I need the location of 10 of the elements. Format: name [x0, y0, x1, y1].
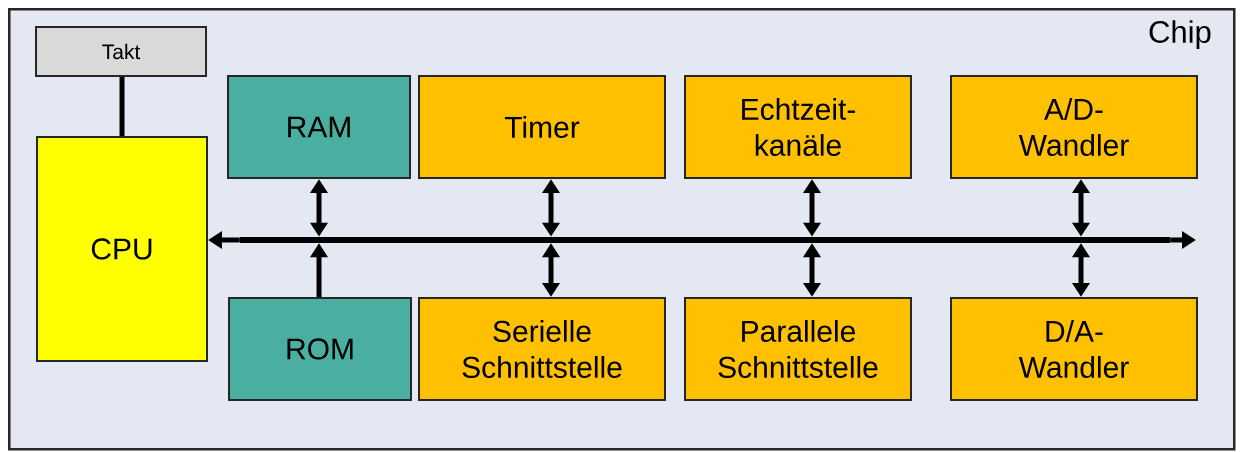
module-box: Echtzeit-kanäle [684, 75, 912, 179]
module-box: Parallele Schnittstelle [684, 297, 912, 401]
module-box: D/A-Wandler [950, 297, 1198, 401]
module-box: A/D-Wandler [950, 75, 1198, 179]
module-box: Timer [418, 75, 666, 179]
memory-box: RAM [227, 75, 411, 179]
cpu-box: CPU [36, 136, 208, 362]
clock-box: Takt [35, 26, 207, 77]
module-box: Serielle Schnittstelle [418, 297, 666, 401]
memory-box: ROM [228, 297, 412, 401]
